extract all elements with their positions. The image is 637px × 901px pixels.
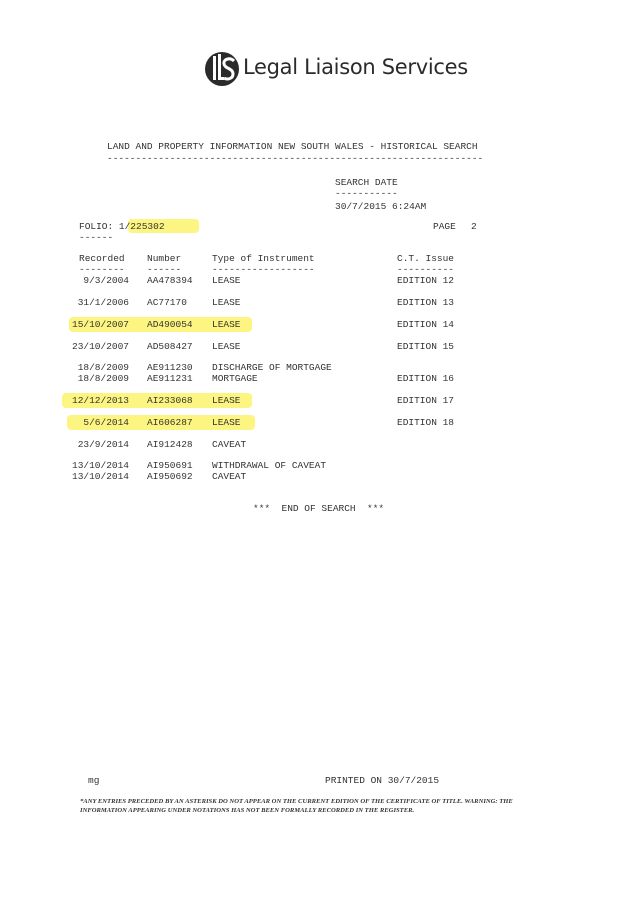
document-title: LAND AND PROPERTY INFORMATION NEW SOUTH … bbox=[107, 141, 478, 152]
search-date-label: SEARCH DATE bbox=[335, 177, 398, 188]
rule-ct: ---------- bbox=[397, 264, 455, 275]
instrument-type: LEASE bbox=[212, 275, 241, 286]
folio-rule: ------ bbox=[79, 232, 114, 243]
printed-on: PRINTED ON 30/7/2015 bbox=[325, 775, 440, 786]
instrument-number: AA478394 bbox=[147, 275, 193, 286]
instrument-type: DISCHARGE OF MORTGAGE bbox=[212, 362, 332, 373]
instrument-type: CAVEAT bbox=[212, 471, 247, 482]
col-recorded: Recorded bbox=[79, 253, 125, 264]
instrument-type: LEASE bbox=[212, 297, 241, 308]
ct-issue: EDITION 14 bbox=[397, 319, 455, 330]
instrument-type: LEASE bbox=[212, 341, 241, 352]
instrument-number: AE911230 bbox=[147, 362, 193, 373]
instrument-number: AC77170 bbox=[147, 297, 187, 308]
recorded-date: 9/3/2004 bbox=[83, 275, 129, 286]
col-ct-issue: C.T. Issue bbox=[397, 253, 455, 264]
instrument-number: AD508427 bbox=[147, 341, 193, 352]
ct-issue: EDITION 13 bbox=[397, 297, 455, 308]
rule-type: ------------------ bbox=[212, 264, 315, 275]
recorded-date: 5/6/2014 bbox=[83, 417, 129, 428]
instrument-type: LEASE bbox=[212, 395, 241, 406]
instrument-type: LEASE bbox=[212, 319, 241, 330]
instrument-number: AE911231 bbox=[147, 373, 193, 384]
rule-number: ------ bbox=[147, 264, 182, 275]
recorded-date: 13/10/2014 bbox=[72, 471, 130, 482]
ct-issue: EDITION 12 bbox=[397, 275, 455, 286]
footer-initials: mg bbox=[88, 775, 100, 786]
recorded-date: 31/1/2006 bbox=[77, 297, 129, 308]
ct-issue: EDITION 17 bbox=[397, 395, 455, 406]
recorded-date: 15/10/2007 bbox=[72, 319, 130, 330]
highlight-row bbox=[69, 317, 252, 332]
search-date-value: 30/7/2015 6:24AM bbox=[335, 201, 427, 212]
instrument-number: AI912428 bbox=[147, 439, 193, 450]
ct-issue: EDITION 18 bbox=[397, 417, 455, 428]
col-number: Number bbox=[147, 253, 182, 264]
recorded-date: 18/8/2009 bbox=[77, 362, 129, 373]
instrument-type: LEASE bbox=[212, 417, 241, 428]
page-label: PAGE bbox=[433, 221, 456, 232]
highlight-folio bbox=[128, 219, 199, 233]
lls-logo-mark-icon bbox=[205, 52, 239, 86]
instrument-type: CAVEAT bbox=[212, 439, 247, 450]
end-of-search: *** END OF SEARCH *** bbox=[253, 503, 385, 514]
rule-recorded: -------- bbox=[79, 264, 125, 275]
highlight-row bbox=[67, 415, 255, 430]
logo-text: Legal Liaison Services bbox=[243, 55, 468, 79]
recorded-date: 12/12/2013 bbox=[72, 395, 130, 406]
recorded-date: 23/9/2014 bbox=[77, 439, 129, 450]
ct-issue: EDITION 16 bbox=[397, 373, 455, 384]
highlight-row bbox=[62, 393, 252, 408]
instrument-number: AI233068 bbox=[147, 395, 193, 406]
recorded-date: 23/10/2007 bbox=[72, 341, 130, 352]
instrument-number: AI950692 bbox=[147, 471, 193, 482]
instrument-number: AD490054 bbox=[147, 319, 193, 330]
recorded-date: 13/10/2014 bbox=[72, 460, 130, 471]
ct-issue: EDITION 15 bbox=[397, 341, 455, 352]
footer-note-line1: *ANY ENTRIES PRECEDED BY AN ASTERISK DO … bbox=[80, 798, 513, 805]
page-number: 2 bbox=[471, 221, 477, 232]
instrument-number: AI950691 bbox=[147, 460, 193, 471]
search-date-rule: ----------- bbox=[335, 188, 398, 199]
instrument-type: WITHDRAWAL OF CAVEAT bbox=[212, 460, 327, 471]
instrument-number: AI606287 bbox=[147, 417, 193, 428]
footer-note-line2: INFORMATION APPEARING UNDER NOTATIONS HA… bbox=[80, 807, 415, 814]
folio-label: FOLIO: 1/225302 bbox=[79, 221, 165, 232]
instrument-type: MORTGAGE bbox=[212, 373, 258, 384]
recorded-date: 18/8/2009 bbox=[77, 373, 129, 384]
col-type: Type of Instrument bbox=[212, 253, 315, 264]
title-rule: ----------------------------------------… bbox=[107, 153, 484, 164]
